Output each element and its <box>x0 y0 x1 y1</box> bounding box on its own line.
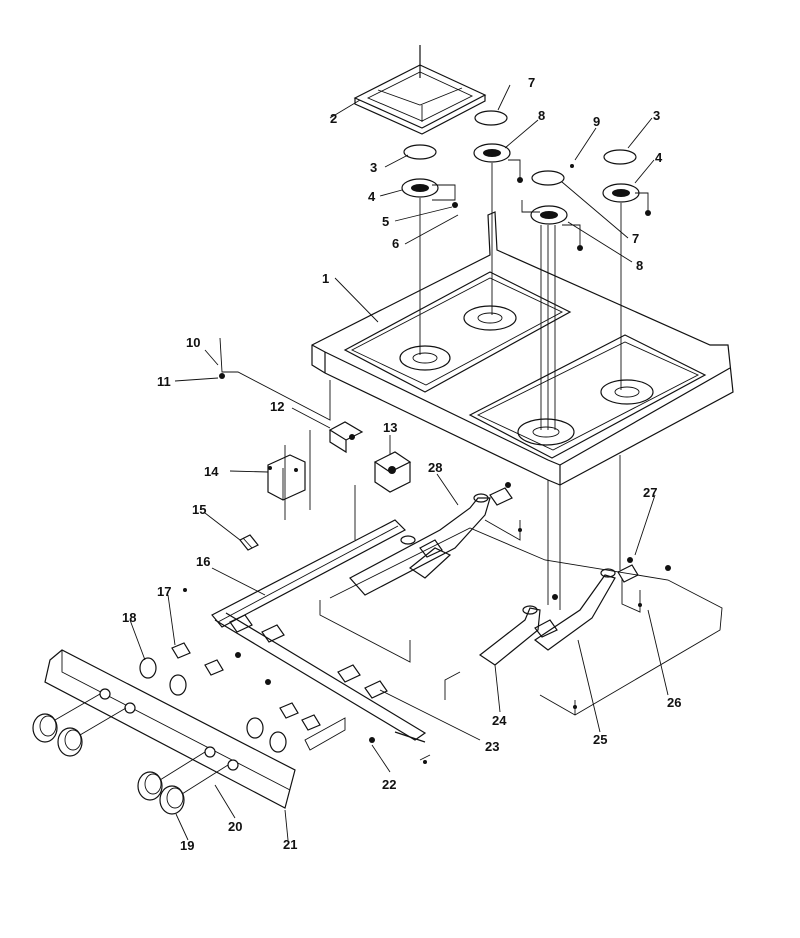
orifice-fitting <box>239 534 259 551</box>
label-3b: 3 <box>653 108 660 123</box>
label-25: 25 <box>593 732 607 747</box>
label-28: 28 <box>428 460 442 475</box>
mounting-bracket <box>219 337 331 421</box>
label-4b: 4 <box>655 150 663 165</box>
label-14: 14 <box>204 464 219 479</box>
label-13: 13 <box>383 420 397 435</box>
callout-labels: 1 2 3 3 4 4 5 6 7 7 8 8 9 10 11 12 13 14… <box>122 75 681 853</box>
label-21: 21 <box>283 837 297 852</box>
label-22: 22 <box>382 777 396 792</box>
label-24: 24 <box>492 713 507 728</box>
label-11: 11 <box>157 374 171 389</box>
control-panel <box>44 649 296 809</box>
label-8a: 8 <box>538 108 545 123</box>
label-9: 9 <box>593 114 600 129</box>
gas-manifold <box>211 519 427 743</box>
valve-and-regulator <box>267 421 412 540</box>
assembly-guide-lines <box>419 159 651 430</box>
label-5: 5 <box>382 214 389 229</box>
label-1: 1 <box>322 271 329 286</box>
control-knobs <box>32 693 229 815</box>
cooktop-body <box>311 211 734 486</box>
valve-bracket <box>304 717 431 764</box>
label-10: 10 <box>186 335 200 350</box>
label-17: 17 <box>157 584 171 599</box>
label-6: 6 <box>392 236 399 251</box>
label-16: 16 <box>196 554 210 569</box>
burner-grate <box>353 45 487 135</box>
callout-leaders <box>129 84 669 841</box>
label-15: 15 <box>192 502 206 517</box>
label-19: 19 <box>180 838 194 853</box>
label-3a: 3 <box>370 160 377 175</box>
label-4a: 4 <box>368 189 376 204</box>
label-8b: 8 <box>636 258 643 273</box>
gas-valves <box>229 487 639 699</box>
knob-bezels <box>139 588 375 753</box>
label-7b: 7 <box>632 231 639 246</box>
burner-caps <box>403 110 637 186</box>
bottom-pan <box>319 455 723 716</box>
burner-tubes <box>349 493 616 666</box>
label-2: 2 <box>330 111 337 126</box>
label-27: 27 <box>643 485 657 500</box>
burner-heads <box>401 143 640 225</box>
label-12: 12 <box>270 399 284 414</box>
label-7a: 7 <box>528 75 535 90</box>
label-20: 20 <box>228 819 242 834</box>
label-26: 26 <box>667 695 681 710</box>
label-18: 18 <box>122 610 136 625</box>
label-23: 23 <box>485 739 499 754</box>
